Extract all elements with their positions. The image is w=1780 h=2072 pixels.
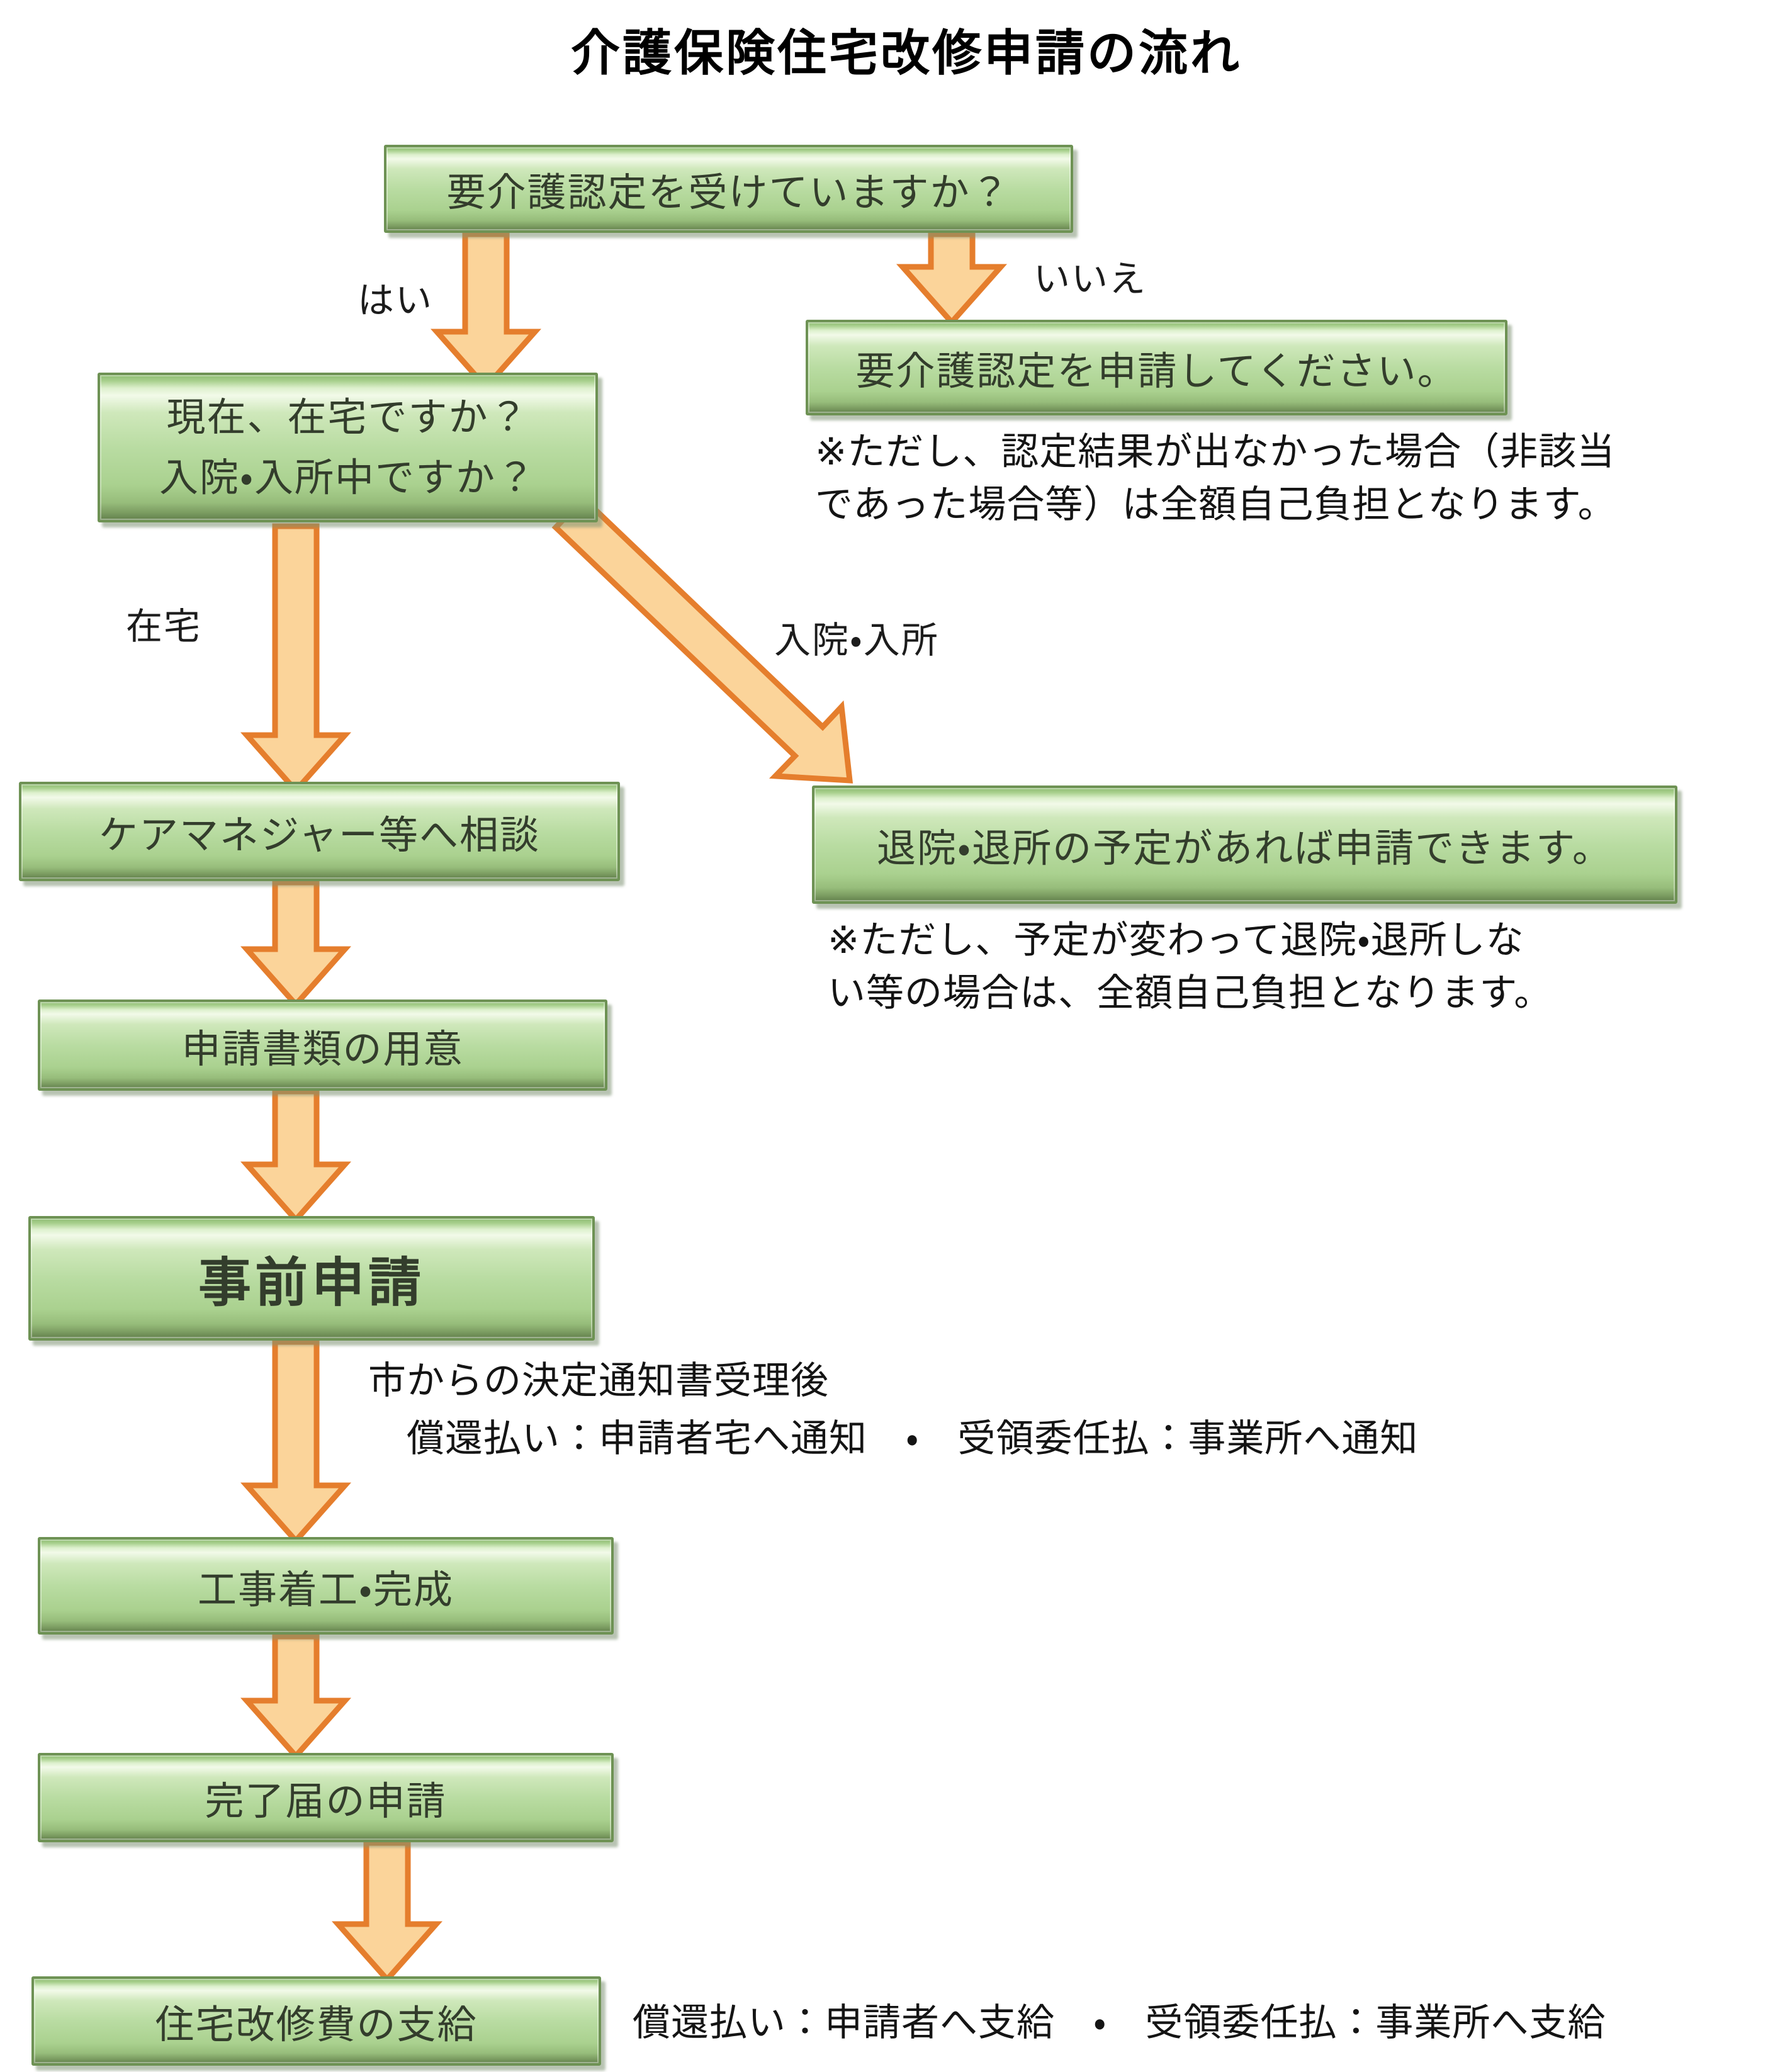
label-no: いいえ (1034, 257, 1147, 300)
box-payment: 住宅改修費の支給 (31, 1976, 601, 2066)
label-hospitalized: 入院・入所 (774, 619, 939, 662)
box-question-certified: 要介護認定を受けていますか？ (384, 145, 1073, 233)
box-apply-certification: 要介護認定を申請してください。 (806, 320, 1507, 415)
note-payment: 償還払い：申請者へ支給 ・ 受領委任払：事業所へ支給 (633, 2001, 1606, 2045)
arrow-consult-to-docs (240, 879, 352, 1009)
arrow-completion-to-payment (331, 1840, 443, 1984)
box-consult-care-manager: ケアマネジャー等へ相談 (19, 782, 620, 881)
box-pre-application: 事前申請 (28, 1216, 595, 1341)
box-construction: 工事着工・完成 (38, 1537, 614, 1635)
page-title: 介護保険住宅改修申請の流れ (570, 25, 1242, 82)
arrow-preapply-to-construction (240, 1339, 352, 1545)
box-prepare-documents: 申請書類の用意 (38, 999, 607, 1091)
box-completion-report: 完了届の申請 (38, 1753, 614, 1842)
arrow-no-down (896, 231, 1008, 327)
arrow-hospitalized-diagonal (551, 494, 853, 784)
label-at-home: 在宅 (126, 605, 202, 648)
arrow-docs-to-preapply (240, 1088, 352, 1224)
note-apply-certification: ※ただし、認定結果が出なかった場合（非該当 であった場合等）は全額自己負担となり… (815, 430, 1616, 527)
note-discharge-plan: ※ただし、予定が変わって退院・退所しな い等の場合は、全額自己負担となります。 (828, 918, 1553, 1015)
label-yes: はい (358, 279, 434, 322)
box-discharge-plan: 退院・退所の予定があれば申請できます。 (812, 785, 1677, 904)
arrow-construction-to-completion (240, 1633, 352, 1760)
note-decision-notice: 市からの決定通知書受理後 償還払い：申請者宅へ通知 ・ 受領委任払：事業所へ通知 (368, 1359, 1419, 1461)
arrow-yes-down (430, 231, 542, 391)
arrow-at-home-down (240, 523, 352, 795)
box-question-at-home: 現在、在宅ですか？ 入院・入所中ですか？ (98, 373, 598, 522)
